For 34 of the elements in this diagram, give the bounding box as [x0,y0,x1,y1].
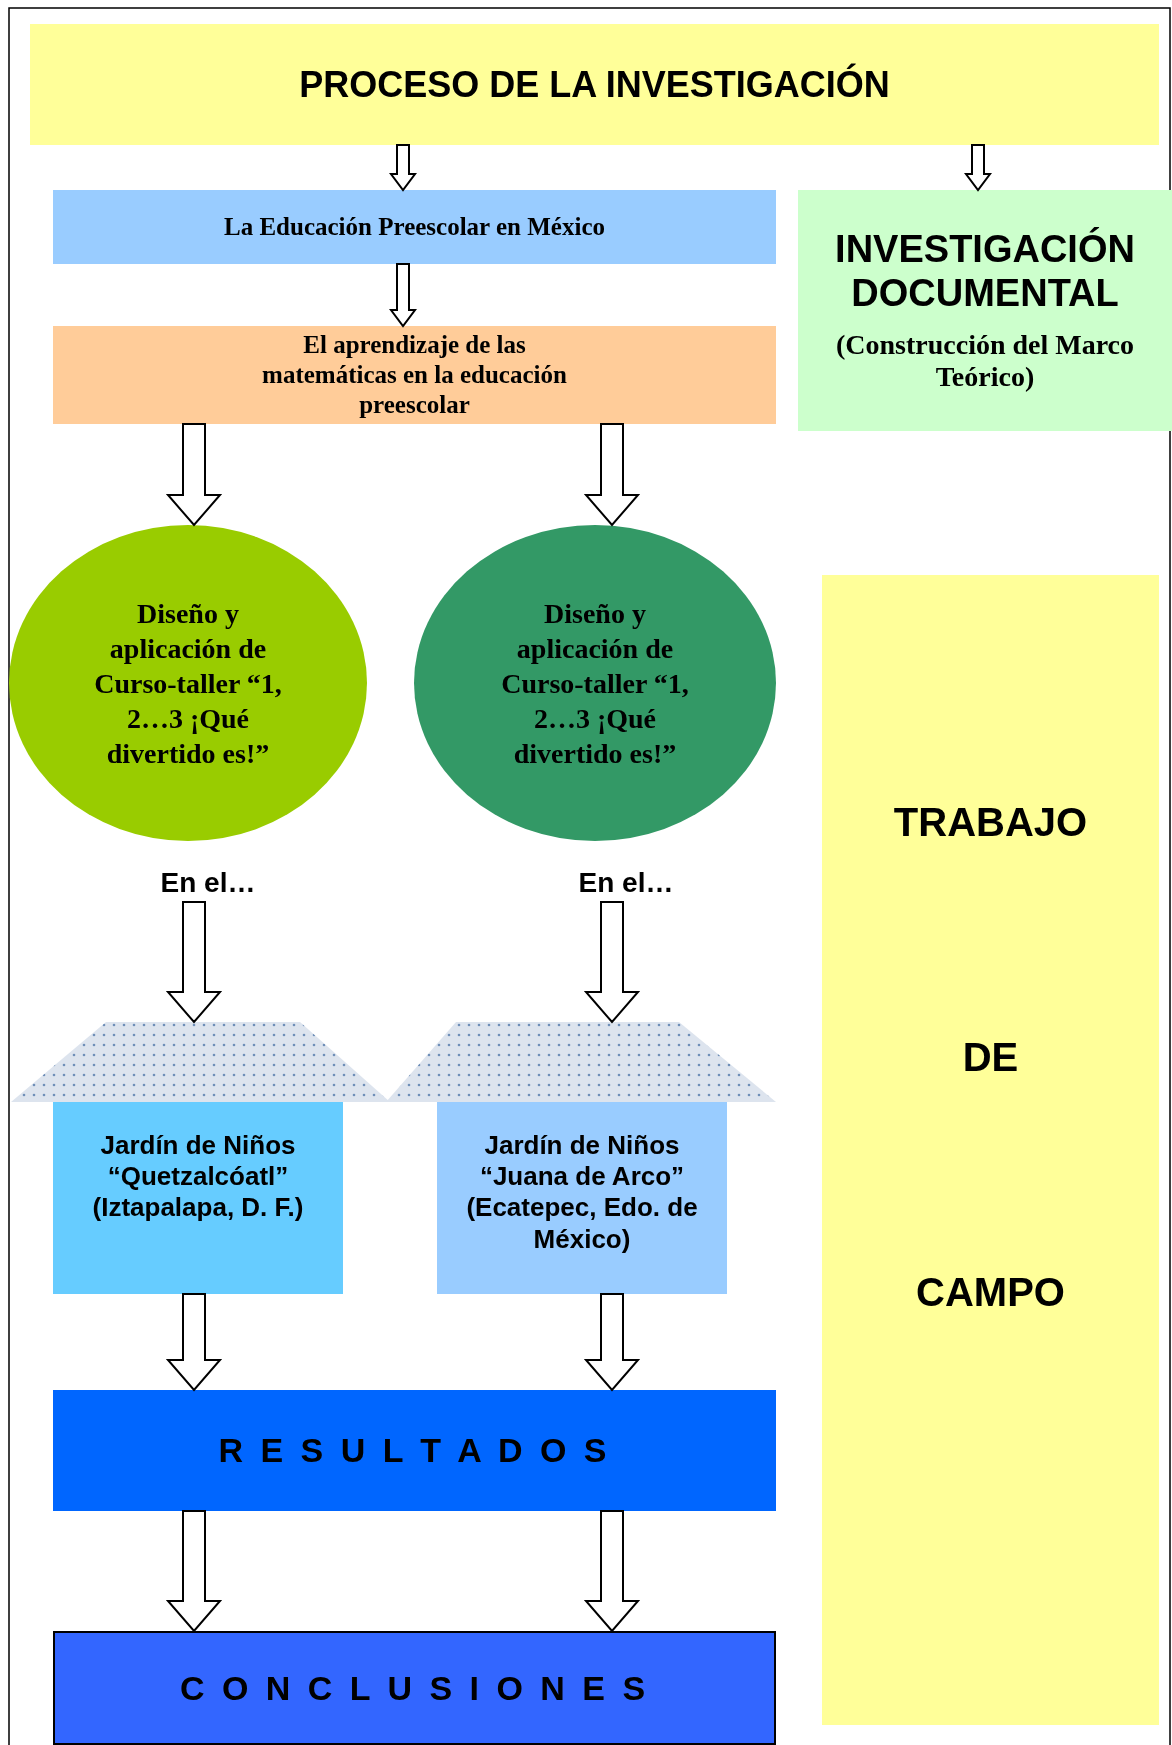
process-box [53,1390,776,1511]
process-box [53,1631,776,1745]
node-text: Jardín de Niños “Juana de Arco” (Ecatepec, Edo. de México) [465,1130,699,1255]
hollow-arrow [165,1293,223,1392]
hollow-arrow [389,263,417,328]
node-subtext: CAMPO [916,1270,1065,1315]
side-band [822,575,1159,1725]
process-box [53,326,776,424]
flow-text: En el… [160,867,256,899]
node-text: R E S U L T A D O S [218,1431,611,1470]
node-text: C O N C L U S I O N E S [179,1668,650,1708]
hollow-arrow [165,1510,223,1633]
node-text: El aprendizaje de las matemáticas en la educación preescolar [261,330,568,420]
hollow-arrow [165,423,223,527]
flow-text: En el… [578,867,674,899]
hollow-arrow [583,1293,641,1392]
hollow-arrow [583,901,641,1024]
node-text: PROCESO DE LA INVESTIGACIÓN [299,63,890,106]
hollow-arrow [389,144,417,192]
process-box [798,190,1172,431]
node-subtext: DE [962,1035,1019,1080]
hollow-arrow [964,144,992,192]
title-banner [30,24,1159,145]
node-text: Diseño y aplicación de Curso-taller “1, 2…3 ¡Qué divertido es!” [93,596,283,771]
node-text: INVESTIGACIÓN DOCUMENTAL [834,227,1136,316]
node-subtext: (Construcción del Marco Teórico) [834,329,1136,394]
hollow-arrow [583,423,641,527]
hollow-arrow [165,901,223,1024]
node-text: La Educación Preescolar en México [224,213,605,241]
node-text: Diseño y aplicación de Curso-taller “1, 2…3 ¡Qué divertido es!” [500,596,690,771]
hollow-arrow [583,1510,641,1633]
node-text: TRABAJO [893,800,1088,845]
node-text: Jardín de Niños “Quetzalcóatl” (Iztapalapa, D. F.) [91,1130,305,1224]
process-box [53,190,776,264]
